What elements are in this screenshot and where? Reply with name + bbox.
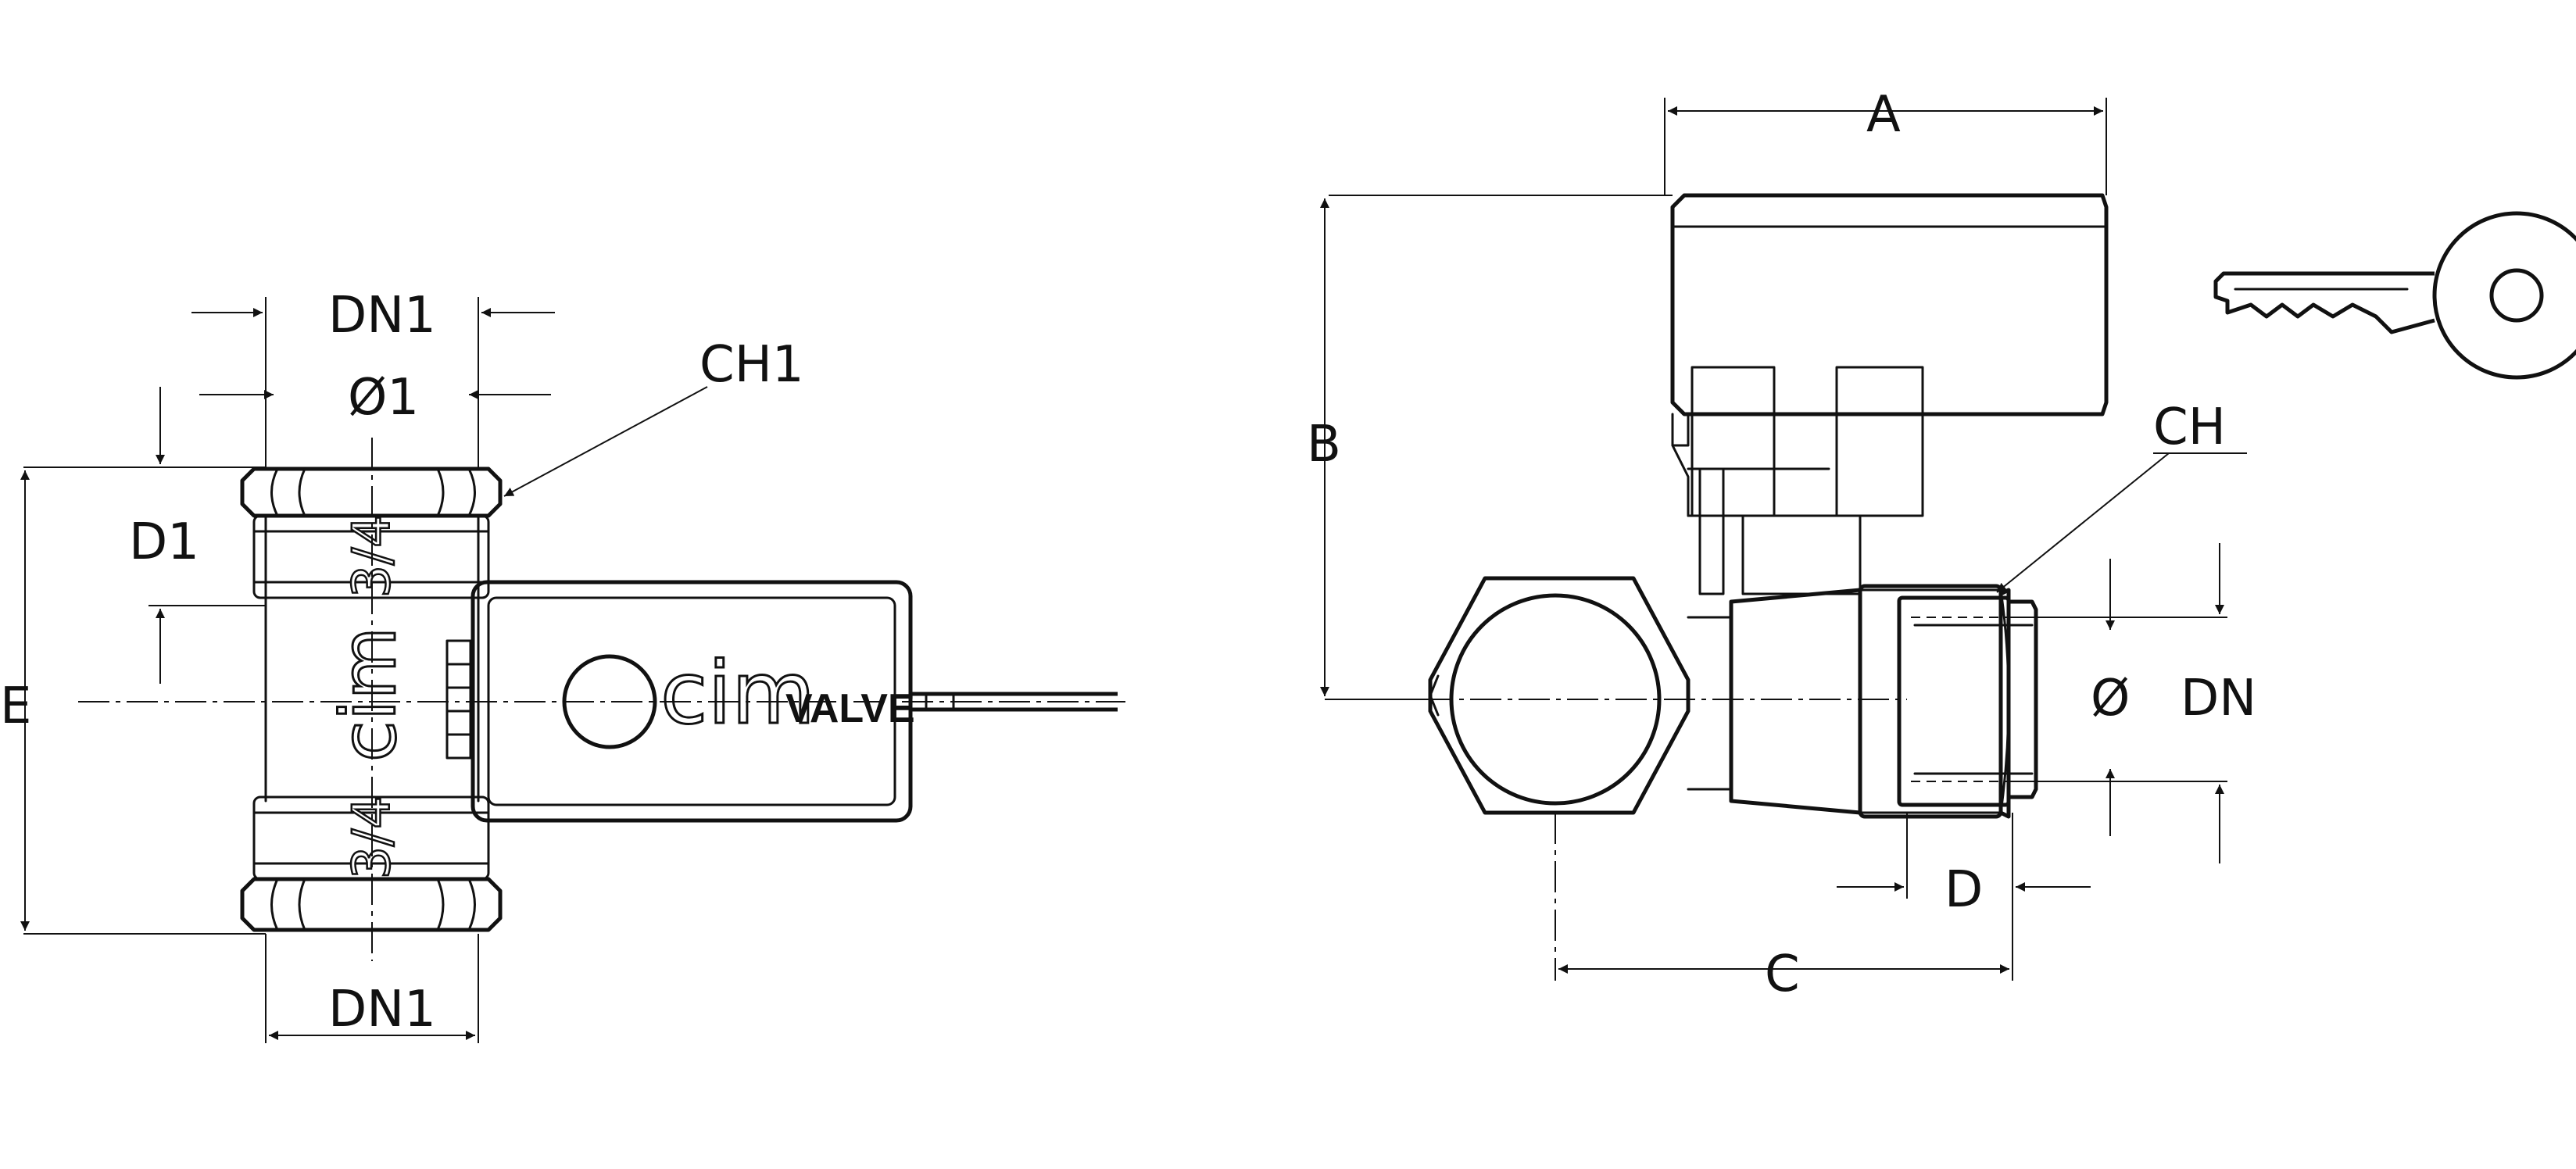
actuator-logo-suffix: VALVE (785, 686, 915, 731)
actuator-front (1670, 193, 2109, 595)
dim-d1: D1 (129, 513, 199, 571)
key-icon (2213, 211, 2576, 380)
dim-dn1-top: DN1 (328, 287, 436, 345)
dim-o: Ø (2091, 670, 2130, 727)
dim-e: E (0, 677, 31, 735)
dim-dn1-bottom: DN1 (328, 981, 436, 1039)
dim-ch1: CH1 (699, 336, 804, 394)
actuator-logo: cim (660, 643, 815, 743)
side-view: 3/4 3/4 cim cim VALVE DN1 (0, 287, 1125, 1043)
dim-b: B (1307, 416, 1341, 474)
body-logo: cim (325, 627, 413, 762)
dim-dn: DN (2181, 670, 2256, 727)
inlet-hex-end (1428, 576, 1690, 815)
dim-a: A (1866, 86, 1901, 144)
dim-c: C (1765, 946, 1800, 1003)
valve-body-front (1687, 584, 2038, 819)
dim-d: D (1945, 861, 1983, 919)
front-view: A B CH Ø DN D C (1307, 86, 2576, 1003)
dim-ch: CH (2153, 399, 2226, 456)
dim-o1: Ø1 (348, 369, 419, 427)
